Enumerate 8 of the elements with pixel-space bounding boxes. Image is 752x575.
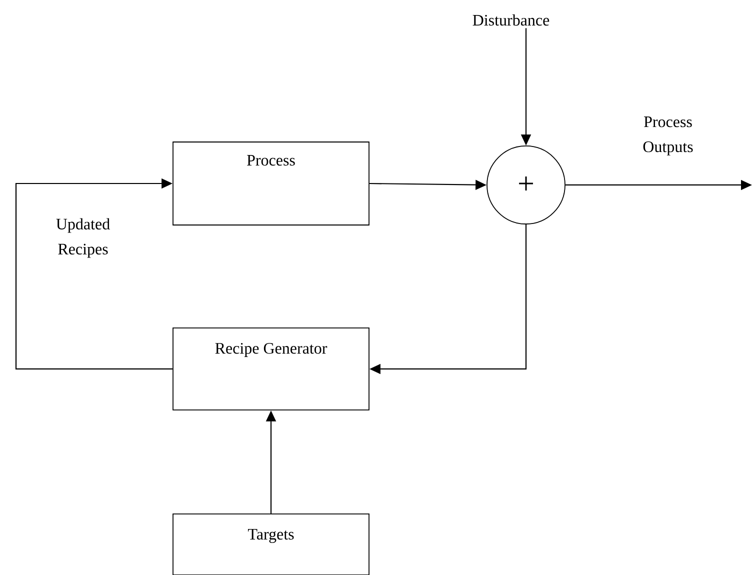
- process-box: Targets: [172, 514, 370, 575]
- summing-junction: +: [486, 146, 566, 224]
- edge-label: Process Outputs: [627, 116, 709, 156]
- process-box: Recipe Generator: [172, 328, 370, 410]
- input-label: Disturbance: [472, 14, 550, 26]
- arrow: [15, 178, 173, 370]
- edge-label: Updated Recipes: [42, 217, 124, 259]
- process-box: Process: [172, 142, 370, 226]
